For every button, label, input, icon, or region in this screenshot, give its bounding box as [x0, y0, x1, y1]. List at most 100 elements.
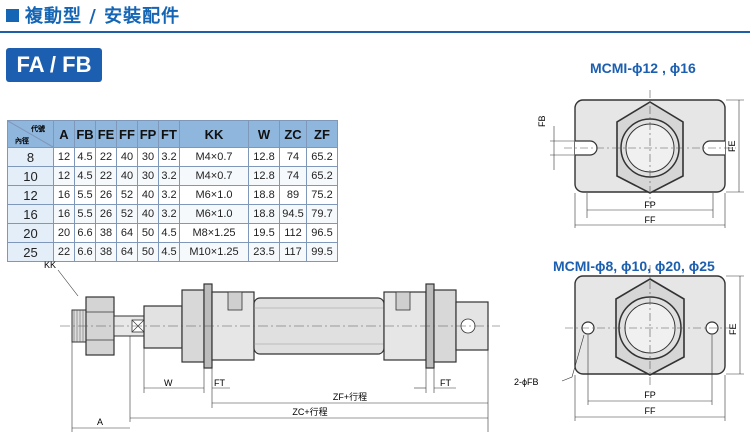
value-cell: M6×1.0	[179, 204, 249, 224]
value-cell: 20	[53, 223, 75, 243]
value-cell: 112	[279, 223, 307, 243]
bore-size-cell: 16	[7, 204, 54, 224]
cylinder-side-view: KK	[44, 260, 500, 432]
value-cell: 19.5	[248, 223, 280, 243]
column-header-kk: KK	[179, 120, 249, 148]
column-header-fe: FE	[95, 120, 117, 148]
fe-label: FE	[728, 323, 738, 335]
diagram-top-title: MCMI-ϕ12 , ϕ16	[590, 60, 696, 76]
corner-diagonal: 代號 內徑	[8, 121, 53, 147]
value-cell: 18.8	[248, 185, 280, 205]
ff-label: FF	[645, 406, 656, 416]
value-cell: M6×1.0	[179, 185, 249, 205]
value-cell: 26	[95, 185, 117, 205]
column-header-fp: FP	[137, 120, 159, 148]
value-cell: 38	[95, 223, 117, 243]
column-header-a: A	[53, 120, 75, 148]
value-cell: 79.7	[306, 204, 338, 224]
diagram-bottom-title: MCMI-ϕ8, ϕ10, ϕ20, ϕ25	[553, 258, 715, 274]
ft-label-rear: FT	[440, 378, 451, 388]
bore-size-cell: 25	[7, 242, 54, 262]
value-cell: 75.2	[306, 185, 338, 205]
value-cell: 40	[116, 147, 138, 167]
a-label: A	[97, 417, 103, 427]
value-cell: 64	[116, 223, 138, 243]
zf-label: ZF+行程	[333, 391, 367, 402]
value-cell: 96.5	[306, 223, 338, 243]
kk-label: KK	[44, 260, 56, 270]
value-cell: 22	[95, 147, 117, 167]
hole-label: 2-ϕFB	[514, 377, 539, 387]
corner-top-label: 代號	[30, 124, 45, 133]
title-text: 複動型 / 安裝配件	[25, 6, 181, 27]
value-cell: 52	[116, 185, 138, 205]
value-cell: 4.5	[158, 223, 180, 243]
value-cell: M8×1.25	[179, 223, 249, 243]
table-corner: 代號 內徑	[7, 120, 54, 148]
value-cell: 6.6	[74, 223, 96, 243]
value-cell: 40	[137, 204, 159, 224]
flange-diagram-bottom: FE 2-ϕFB FP FF	[514, 265, 744, 421]
value-cell: 74	[279, 166, 307, 186]
title-rule	[0, 31, 750, 33]
value-cell: 12.8	[248, 166, 280, 186]
value-cell: 6.6	[74, 242, 96, 262]
column-header-ff: FF	[116, 120, 138, 148]
value-cell: 16	[53, 204, 75, 224]
value-cell: 4.5	[158, 242, 180, 262]
value-cell: M4×0.7	[179, 147, 249, 167]
front-port	[227, 291, 243, 311]
column-header-zf: ZF	[306, 120, 338, 148]
value-cell: 12	[53, 147, 75, 167]
ff-label: FF	[645, 215, 656, 225]
value-cell: 18.8	[248, 204, 280, 224]
bore-size-cell: 20	[7, 223, 54, 243]
value-cell: 99.5	[306, 242, 338, 262]
value-cell: 12	[53, 166, 75, 186]
bore-size-cell: 8	[7, 147, 54, 167]
fb-label: FB	[537, 115, 547, 127]
rear-port	[395, 291, 411, 311]
value-cell: 26	[95, 204, 117, 224]
flange-diagram-top: FB FE FP FF	[537, 90, 744, 228]
column-header-zc: ZC	[279, 120, 307, 148]
fp-label: FP	[644, 200, 656, 210]
value-cell: 3.2	[158, 204, 180, 224]
column-header-w: W	[248, 120, 280, 148]
value-cell: 40	[116, 166, 138, 186]
value-cell: 50	[137, 223, 159, 243]
value-cell: 30	[137, 166, 159, 186]
title-square-icon	[6, 8, 19, 22]
value-cell: 3.2	[158, 166, 180, 186]
value-cell: 30	[137, 147, 159, 167]
value-cell: 38	[95, 242, 117, 262]
value-cell: 40	[137, 185, 159, 205]
page-title: 複動型 / 安裝配件	[6, 2, 180, 28]
bore-size-cell: 12	[7, 185, 54, 205]
value-cell: 5.5	[74, 204, 96, 224]
column-header-fb: FB	[74, 120, 96, 148]
value-cell: 16	[53, 185, 75, 205]
value-cell: 4.5	[74, 166, 96, 186]
value-cell: 12.8	[248, 147, 280, 167]
value-cell: 64	[116, 242, 138, 262]
value-cell: M10×1.25	[179, 242, 249, 262]
value-cell: 89	[279, 185, 307, 205]
value-cell: 22	[53, 242, 75, 262]
value-cell: 52	[116, 204, 138, 224]
ft-label-front: FT	[214, 378, 225, 388]
bore-size-cell: 10	[7, 166, 54, 186]
value-cell: 65.2	[306, 166, 338, 186]
zc-label: ZC+行程	[292, 406, 327, 417]
value-cell: 23.5	[248, 242, 280, 262]
value-cell: 74	[279, 147, 307, 167]
front-cover	[143, 305, 183, 349]
